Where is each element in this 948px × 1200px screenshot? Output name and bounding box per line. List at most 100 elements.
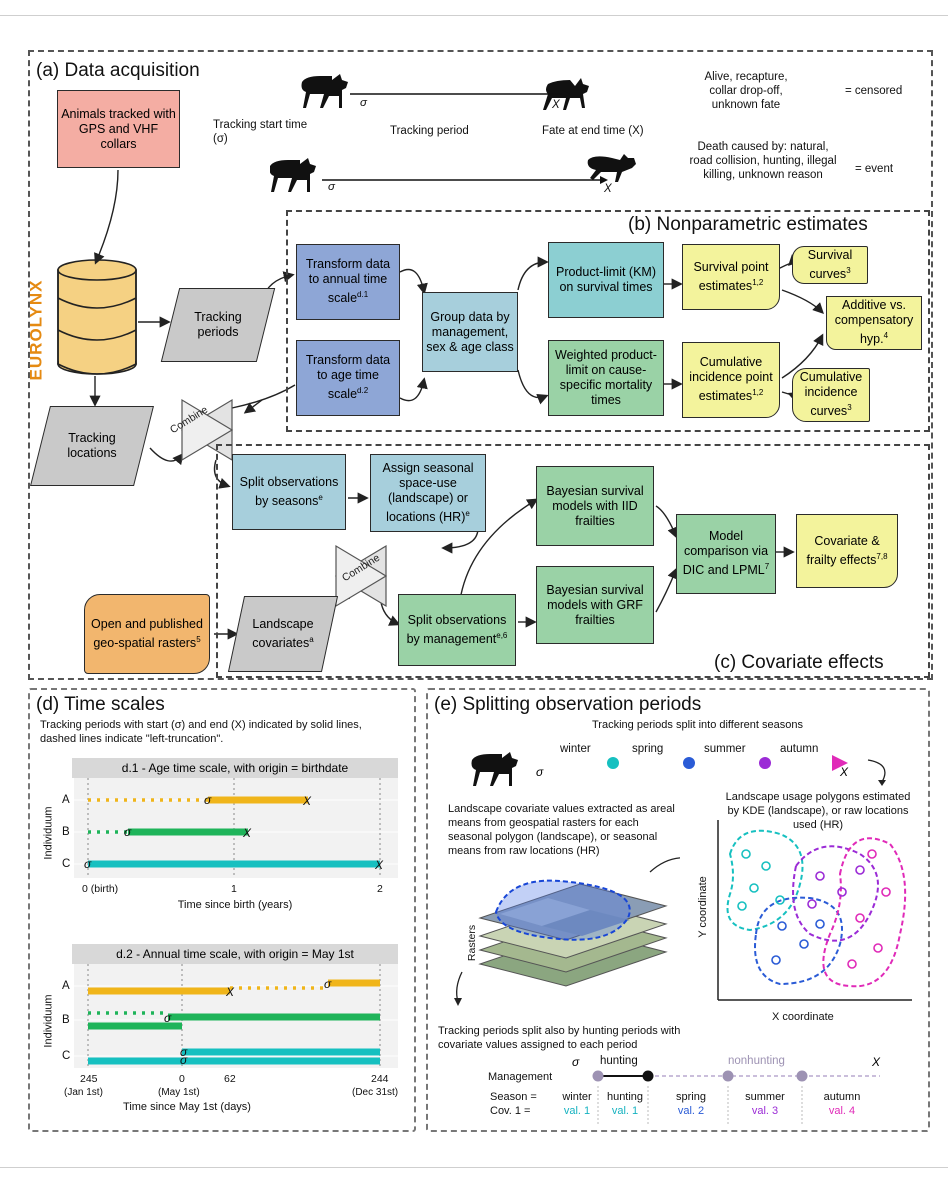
d1-title-strip: [72, 758, 398, 778]
x-label-bottom: X: [604, 183, 612, 195]
event-label: = event: [855, 163, 894, 175]
svg-text:σ: σ: [536, 765, 544, 779]
panel-c-title: (c) Covariate effects: [714, 652, 884, 673]
svg-text:σ: σ: [180, 1045, 188, 1059]
weighted-km-box: Weighted product-limit on cause-specific…: [548, 340, 664, 416]
svg-text:X: X: [302, 794, 312, 808]
animals-box: Animals tracked with GPS and VHF collars: [57, 90, 180, 168]
lynx-icon: [270, 158, 316, 192]
d1-ylabel: Individuum: [42, 806, 55, 860]
management-timeline: σ X: [572, 1055, 881, 1126]
season-timeline: σ X: [471, 752, 886, 786]
d2-tick-1: 0: [179, 1073, 185, 1085]
svg-text:X: X: [242, 826, 252, 840]
d1-tick-1: 1: [231, 883, 237, 895]
bottom-rule: [0, 1167, 948, 1168]
rasters-box: Open and published geo-spatial rasters5: [84, 594, 210, 674]
d1-ind-a: A: [62, 794, 70, 806]
panel-a-title: (a) Data acquisition: [36, 60, 200, 81]
panel-e-frame: [426, 688, 930, 1132]
hunting-label: hunting: [600, 1055, 638, 1067]
season-cell-winter: winter: [562, 1091, 592, 1103]
raster-stack: [454, 857, 680, 1006]
panel-d-description: Tracking periods with start (σ) and end …: [40, 719, 362, 745]
panel-a-arrows: [89, 169, 824, 640]
additive-box: Additive vs. compensatory hyp.4: [826, 296, 922, 350]
cov-cell-1: val. 1: [563, 1105, 591, 1117]
tracking-period-label: Tracking period: [390, 125, 469, 137]
d2-ind-c: C: [62, 1050, 71, 1062]
season-row-label: Season =: [490, 1091, 537, 1103]
d1-title: d.1 - Age time scale, with origin = birt…: [121, 761, 349, 775]
iid-models-box: Bayesian survival models with IID frailt…: [536, 466, 654, 546]
fate-label: Fate at end time (X): [542, 125, 644, 137]
season-cell-summer: summer: [745, 1091, 785, 1103]
d1-tick-0: 0 (birth): [82, 883, 119, 895]
management-label: Management: [488, 1071, 553, 1083]
d1-tick-2: 2: [377, 883, 383, 895]
cov-cell-2: val. 1: [611, 1105, 639, 1117]
d2-ind-a: A: [62, 980, 70, 992]
km-box: Product-limit (KM) on survival times: [548, 242, 664, 318]
lynx-icon: [301, 74, 348, 108]
assign-space-use-box: Assign seasonal space-use (landscape) or…: [370, 454, 486, 532]
tracking-start-label: Tracking start time (σ): [213, 119, 308, 145]
survival-curves-box: Survival curves3: [792, 246, 868, 284]
svg-text:σ: σ: [324, 977, 332, 991]
season-cell-autumn: autumn: [823, 1091, 861, 1103]
censored-label: = censored: [845, 85, 903, 97]
d2-title-strip: [72, 944, 398, 964]
dead-lynx-icon: [587, 154, 636, 182]
split-management-box: Split observations by managemente,6: [398, 594, 516, 666]
event-causes: Death caused by: natural, road collision…: [689, 141, 837, 181]
d2-plot: Xσ σ σσ: [74, 964, 398, 1068]
d2-title: d.2 - Annual time scale, with origin = M…: [116, 947, 354, 961]
sigma-label-top: σ: [360, 97, 367, 109]
d2-subtick-1: (May 1st): [158, 1087, 200, 1098]
svg-text:σ: σ: [572, 1055, 580, 1069]
d2-subtick-0: (Jan 1st): [64, 1087, 103, 1098]
annual-scale-box: Transform data to annual time scaled.1: [296, 244, 400, 320]
tracking-locations-label: Tracking locations: [67, 431, 117, 460]
d2-subtick-2: (Dec 31st): [352, 1087, 399, 1098]
svg-text:σ: σ: [164, 1011, 172, 1025]
d1-ind-b: B: [62, 826, 70, 838]
d2-tick-3: 244: [371, 1073, 389, 1085]
panel-a-frame: [28, 50, 933, 680]
x-coordinate-label: X coordinate: [772, 1011, 834, 1023]
model-comparison-box: Model comparison via DIC and LPML7: [676, 514, 776, 594]
y-coordinate-label: Y coordinate: [696, 876, 709, 938]
tracking-periods-label: Tracking periods: [194, 310, 242, 339]
top-rule: [0, 15, 948, 16]
d2-tick-0: 245: [80, 1073, 98, 1085]
panel-d-frame: [28, 688, 416, 1132]
d1-xlabel: Time since birth (years): [177, 899, 293, 911]
tracking-periods-box: Tracking periods: [160, 288, 276, 362]
panel-e-title: (e) Splitting observation periods: [434, 694, 702, 715]
panel-d-title: (d) Time scales: [36, 694, 165, 715]
svg-text:X: X: [374, 858, 384, 872]
cum-curves-box: Cumulative incidence curves3: [792, 368, 870, 422]
cov-row-label: Cov. 1 =: [490, 1105, 531, 1117]
d2-ind-b: B: [62, 1014, 70, 1026]
rasters-label: Rasters: [466, 924, 479, 962]
database-icon: [57, 259, 137, 375]
season-winter: winter: [560, 743, 591, 755]
cov-cell-5: val. 4: [828, 1105, 856, 1117]
covariate-effects-box: Covariate & frailty effects7,8: [796, 514, 898, 588]
cov-cell-3: val. 2: [677, 1105, 705, 1117]
cum-point-box: Cumulative incidence point estimates1,2: [682, 342, 780, 418]
season-cell-spring: spring: [676, 1091, 706, 1103]
season-summer: summer: [704, 743, 746, 755]
svg-text:X: X: [839, 765, 849, 779]
rasters-label: Open and published geo-spatial rasters5: [91, 616, 203, 651]
svg-text:σ: σ: [124, 825, 132, 839]
panel-b-title: (b) Nonparametric estimates: [628, 214, 868, 235]
season-cell-hunting: hunting: [606, 1091, 644, 1103]
season-spring: spring: [632, 743, 664, 755]
panel-b-frame: [286, 210, 930, 432]
d1-ind-c: C: [62, 858, 71, 870]
svg-text:σ: σ: [204, 793, 212, 807]
group-data-box: Group data by management, sex & age clas…: [422, 292, 518, 372]
age-scale-box: Transform data to age time scaled.2: [296, 340, 400, 416]
